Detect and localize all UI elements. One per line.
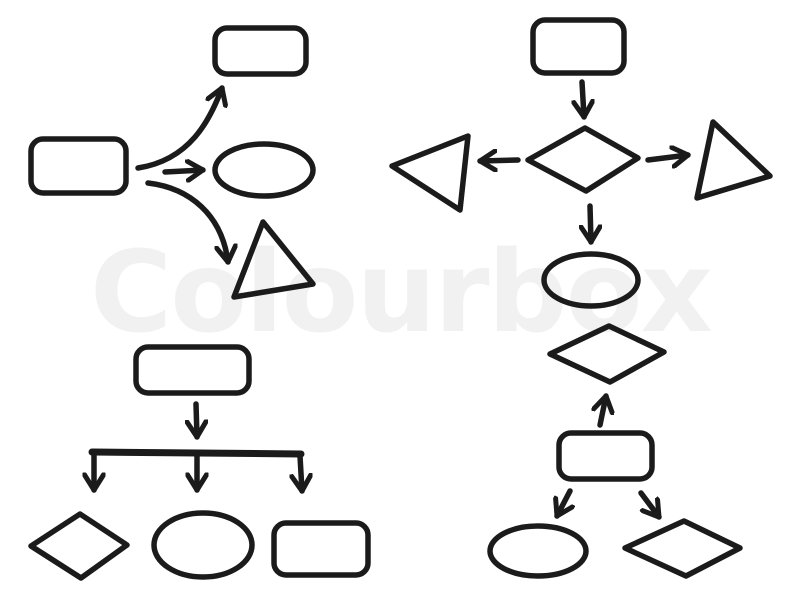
tree-diagram <box>28 344 371 581</box>
target-rounded-rectangle <box>212 25 309 77</box>
right-triangle <box>694 119 773 201</box>
arrow-center-to-up <box>600 393 606 428</box>
bottom-ellipse <box>541 251 641 309</box>
curved-arrow-up <box>135 85 222 171</box>
arrow-bus-to-child-3 <box>300 453 302 494</box>
target-triangle <box>231 219 316 300</box>
up-diamond <box>547 323 667 385</box>
fan-out-diagram <box>28 25 316 300</box>
straight-arrow-right <box>162 170 206 172</box>
down-right-diamond <box>622 518 743 579</box>
child-1-diamond <box>28 511 130 581</box>
arrow-decision-to-right <box>645 155 691 160</box>
arrow-root-to-bus <box>196 401 197 440</box>
down-left-ellipse <box>487 523 589 579</box>
arrow-start-to-decision <box>582 79 584 120</box>
left-triangle <box>389 133 471 213</box>
branch-diagram <box>487 323 743 579</box>
start-rounded-rectangle <box>530 17 627 76</box>
arrow-decision-to-left <box>477 160 521 161</box>
curved-arrow-down <box>145 180 228 265</box>
child-2-ellipse <box>151 510 255 580</box>
hub-diagram <box>389 17 773 309</box>
arrow-center-to-down-right <box>638 490 662 520</box>
center-rounded-rectangle <box>556 430 655 482</box>
child-3-rounded-rectangle <box>271 520 371 578</box>
source-rounded-rectangle <box>28 136 129 196</box>
target-ellipse <box>212 141 316 199</box>
root-rounded-rectangle <box>133 344 252 396</box>
arrow-center-to-down-left <box>557 488 570 519</box>
decision-diamond <box>525 125 641 194</box>
arrow-decision-to-bottom <box>590 203 591 245</box>
